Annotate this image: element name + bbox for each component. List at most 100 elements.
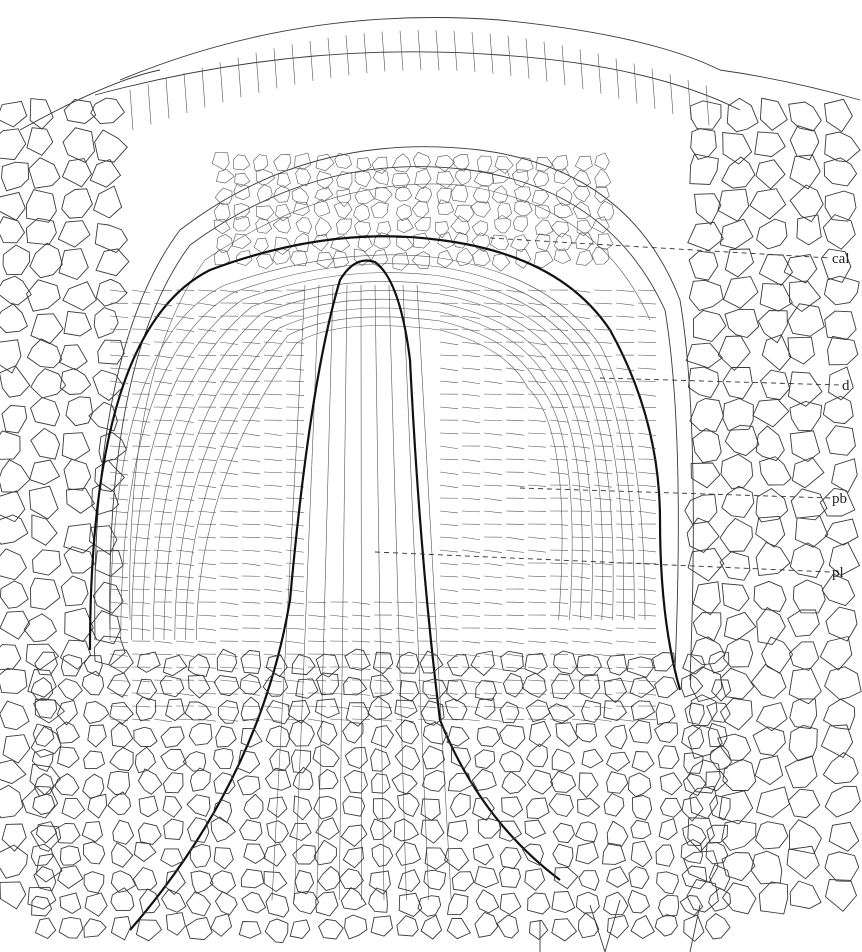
cell [161,849,183,867]
cell-wall [462,589,480,590]
cell [290,920,310,939]
cell [720,552,750,581]
cell-wall [528,537,546,539]
cell-wall [418,693,436,696]
plerome-column [317,285,333,900]
cell-wall [154,576,172,578]
cell-wall [462,407,480,409]
cell-wall [594,654,612,656]
cell [607,821,628,846]
cell-wall [550,459,568,460]
cell [32,749,53,771]
cell [343,847,363,867]
cell-wall [154,329,172,332]
cell [133,868,157,890]
cell [188,654,209,676]
cell [0,645,21,670]
cell [90,160,120,188]
cell-wall [308,615,326,617]
cell [256,206,274,220]
cell-wall [440,628,458,629]
cell-wall [198,368,216,370]
cell [828,336,858,364]
cell [760,457,792,485]
cell [30,764,60,795]
cell [140,889,160,913]
cell [522,673,546,697]
cell [315,217,331,236]
cell [58,221,90,247]
cell-wall [462,394,480,396]
cell [31,844,53,866]
cell [138,652,161,672]
cell-wall [418,30,421,70]
cell [293,767,313,789]
cell-wall [462,641,480,643]
cell-wall [220,290,238,292]
cell-wall [484,498,502,501]
cell [448,820,468,841]
cell-wall [462,693,480,694]
cell [183,752,206,772]
cell-wall [484,602,502,604]
cell [793,580,825,613]
cell [523,844,544,865]
cell [825,276,860,305]
cell [3,735,30,763]
cell [688,726,722,759]
cell-wall [638,368,656,369]
cell [31,314,63,344]
cell-wall [110,641,128,643]
cell-wall [462,680,480,683]
cell [437,188,451,204]
cell [472,249,490,266]
cell-wall [528,628,546,629]
cell [27,128,53,156]
cell [425,848,448,870]
cell-wall [286,511,304,513]
label-pb: pb [520,488,847,507]
cell-wall [594,368,612,371]
cell [604,794,624,817]
cell-wall [242,667,260,668]
cell [110,748,133,771]
cell [59,917,83,938]
cell-wall [264,485,282,486]
plerome-column [272,285,305,900]
cell-wall [352,602,370,604]
label-cal: cal [490,238,849,267]
cell [244,844,265,864]
cell [757,219,787,249]
cell-wall [462,550,480,553]
cell [689,280,723,310]
root-cap [95,147,694,680]
cell [525,653,548,674]
cell-wall [506,290,524,293]
cell-wall [198,316,216,317]
cell [759,882,787,914]
cell-wall [220,62,223,102]
cell [500,821,522,841]
cell [690,101,721,129]
cell [62,159,91,187]
cell [64,311,91,336]
plerome-column [361,285,362,900]
cell [532,190,549,205]
cell-wall [594,459,612,461]
cell-wall [274,48,277,88]
cell [655,677,678,698]
cell-wall [220,459,238,462]
cell [756,426,784,461]
cell [684,915,704,941]
cell [722,486,754,517]
cell [454,232,468,248]
cell-wall [638,589,656,591]
cell [339,869,363,889]
cell [576,250,593,265]
cell [576,842,598,864]
cell-wall [132,303,150,304]
cell-wall [396,615,414,617]
cell-wall [506,537,524,540]
cell [578,913,598,938]
cell [753,727,785,756]
